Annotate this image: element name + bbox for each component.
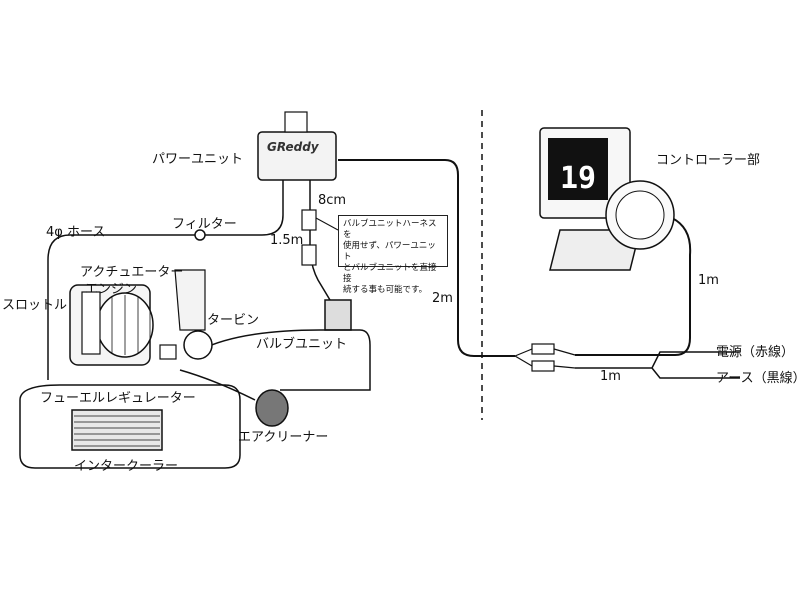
engine <box>69 284 154 366</box>
air-cleaner <box>255 389 289 427</box>
length-1m-power: 1m <box>600 369 621 384</box>
label-intercooler: インタークーラー <box>74 459 179 474</box>
controller-screen <box>548 138 608 200</box>
greddy-logo: GReddy <box>267 140 319 154</box>
controller-unit <box>539 127 675 271</box>
note-line: バルブユニットハーネスを <box>343 219 437 240</box>
harness-connector-2 <box>531 360 555 372</box>
harness-connector-1 <box>531 343 555 355</box>
label-filter: フィルター <box>172 217 237 232</box>
cable-2m <box>338 159 515 357</box>
controller-display-value: 19 <box>560 161 596 196</box>
label-throttle: スロットル <box>2 298 68 313</box>
note-line: とバルブユニットを直接接 <box>343 263 437 284</box>
cable-power-ground <box>575 351 740 379</box>
label-air-cleaner: エアクリーナー <box>238 430 329 445</box>
filter <box>194 229 206 241</box>
length-2m: 2m <box>432 291 453 306</box>
length-1-5m: 1.5m <box>270 233 304 248</box>
hose-4phi <box>47 180 284 380</box>
note-line: 使用せず、パワーユニット <box>343 241 436 262</box>
label-controller: コントローラー部 <box>656 153 761 168</box>
label-engine: エンジン <box>85 282 138 297</box>
intake-piping <box>19 384 241 469</box>
cable-1m-controller <box>575 217 692 356</box>
label-ground-black: アース（黒線） <box>716 371 800 386</box>
label-fuel-regulator: フューエルレギュレーター <box>40 391 196 406</box>
intercooler <box>71 409 163 451</box>
label-valve-unit: バルブユニット <box>256 337 348 352</box>
actuator <box>159 344 177 360</box>
label-turbine: タービン <box>207 313 260 328</box>
label-power-unit: パワーユニット <box>152 152 244 167</box>
length-1m-controller: 1m <box>698 273 719 288</box>
label-power-red: 電源（赤線） <box>716 345 795 360</box>
turbine <box>183 330 213 360</box>
label-hose: 4φ ホース <box>46 225 106 240</box>
label-actuator: アクチュエーター <box>80 265 184 280</box>
harness-note: バルブユニットハーネスを 使用せず、パワーユニット とバルブユニットを直接接 続… <box>338 215 448 295</box>
note-line: 続する事も可能です。 <box>343 285 428 295</box>
length-8cm: 8cm <box>318 193 347 208</box>
valve-unit <box>324 299 352 331</box>
